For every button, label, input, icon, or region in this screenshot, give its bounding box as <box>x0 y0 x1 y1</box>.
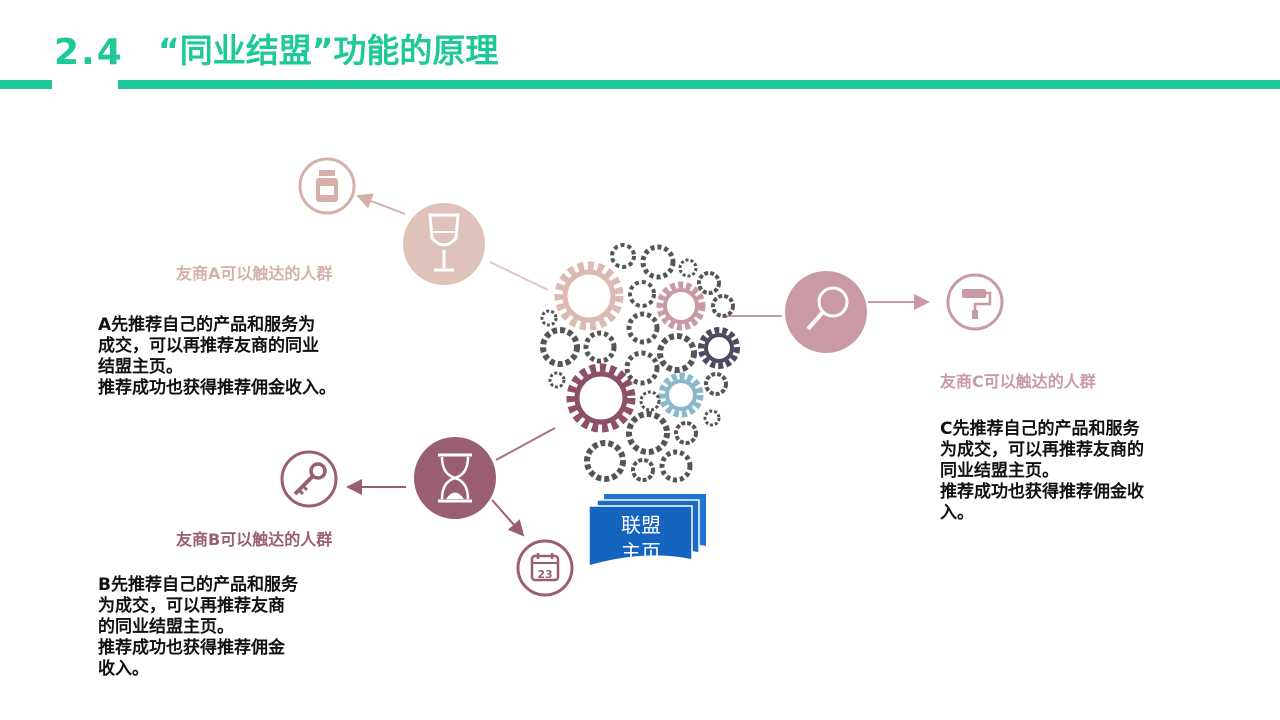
calendar-icon: 23 <box>516 539 574 597</box>
gear-teal-icon <box>658 372 704 418</box>
calendar-day: 23 <box>537 568 552 581</box>
wine-glass-icon <box>403 203 485 285</box>
page-title: “同业结盟”功能的原理 <box>158 31 499 70</box>
alliance-homepage-icon <box>588 494 706 567</box>
paint-roller-icon <box>946 273 1004 331</box>
gear-rose-icon <box>656 281 706 331</box>
key-icon <box>280 450 338 508</box>
partner-a-reach-label: 友商A可以触达的人群 <box>176 264 333 283</box>
partner-a-description: A先推荐自己的产品和服务为 成交，可以再推荐友商的同业 结盟主页。 推荐成功也获… <box>98 315 336 398</box>
partner-b-description: B先推荐自己的产品和服务 为成交，可以再推荐友商 的同业结盟主页。 推荐成功也获… <box>98 575 298 679</box>
header-divider-gap <box>52 78 118 91</box>
magnifier-icon <box>785 271 867 353</box>
alliance-homepage-label: 联盟 主页 <box>621 513 661 564</box>
connector-lines <box>346 193 930 537</box>
partner-c-description: C先推荐自己的产品和服务 为成交，可以再推荐友商的 同业结盟主页。 推荐成功也获… <box>940 419 1144 523</box>
section-number: 2.4 <box>54 32 124 73</box>
partner-c-reach-label: 友商C可以触达的人群 <box>940 372 1096 391</box>
gear-pink-icon <box>554 261 624 331</box>
gear-navy-icon <box>698 327 740 369</box>
bottle-icon <box>298 157 356 215</box>
partner-b-reach-label: 友商B可以触达的人群 <box>176 530 333 549</box>
gears-lightbulb-icon <box>540 243 740 483</box>
gear-grey-icons <box>540 243 735 483</box>
header-divider <box>0 80 1280 89</box>
hourglass-icon <box>414 437 496 519</box>
gear-mauve-icon <box>566 363 636 433</box>
